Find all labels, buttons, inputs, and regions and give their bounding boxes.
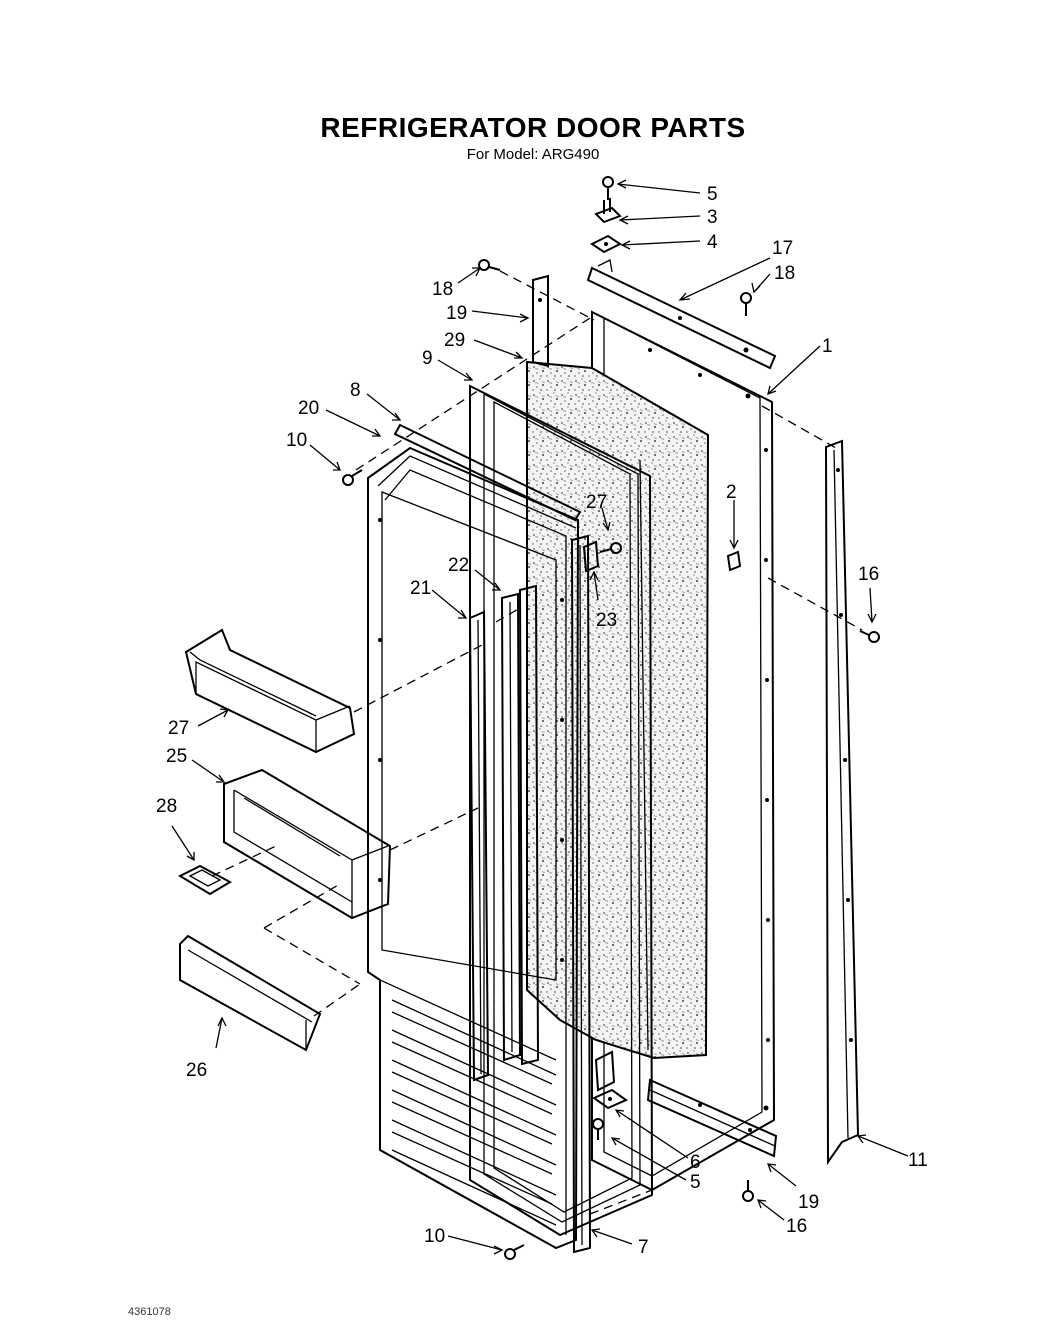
part-18-top-strip (532, 274, 549, 368)
callout-29: 29 (444, 330, 465, 351)
callout-21: 21 (410, 578, 431, 599)
callout-17-right: 18 (774, 263, 795, 284)
part-3-top-hinge (594, 198, 622, 224)
callout-6: 6 (690, 1152, 701, 1173)
part-10-screw-top (342, 469, 363, 486)
part-26-front-panel (179, 934, 322, 1052)
model-subtitle: For Model: ARG490 (466, 146, 600, 163)
callout-11: 11 (908, 1150, 928, 1171)
part-17-screw-left (478, 259, 501, 271)
leader-lines (171, 179, 909, 1255)
callout-10-top: 10 (286, 430, 307, 451)
callout-27: 27 (168, 718, 189, 739)
callout-1: 1 (822, 336, 833, 357)
part-8-top-rail (393, 423, 582, 522)
callout-19: 19 (798, 1192, 819, 1213)
part-16-top-bracket (586, 259, 777, 370)
callout-17-left: 18 (432, 279, 453, 300)
part-29-foam-insulation (526, 360, 710, 1060)
callout-15-right: 16 (858, 564, 879, 585)
callout-7: 7 (638, 1237, 649, 1258)
part-21-door-rail (468, 610, 490, 1082)
callout-23: 23 (596, 610, 617, 631)
callout-16: 17 (772, 238, 793, 259)
part-23-bracket (582, 540, 600, 573)
callout-8: 8 (350, 380, 361, 401)
callout-3: 3 (707, 207, 718, 228)
part-6-bottom-hinge (591, 1050, 629, 1110)
part-7-side-strip (570, 534, 592, 1254)
callout-4: 4 (707, 232, 718, 253)
footer-code: 4361078 (128, 1306, 171, 1318)
callout-28: 28 (156, 796, 177, 817)
part-10-screw-bottom (504, 1244, 525, 1260)
part-28-tray (177, 864, 233, 896)
callout-20: 20 (298, 398, 319, 419)
callout-25: 25 (166, 746, 187, 767)
part-15-screw-bottom (742, 1180, 754, 1202)
part-5-bottom-screw (592, 1118, 604, 1140)
part-24-screw (599, 542, 622, 554)
callout-2: 2 (726, 482, 737, 503)
part-5-top-screw (602, 176, 614, 200)
callout-5-bottom: 5 (690, 1172, 701, 1193)
callout-18: 19 (446, 303, 467, 324)
part-17-screw-right (740, 292, 752, 316)
part-19-bottom-bracket (646, 1078, 778, 1158)
part-22-door-rail (500, 584, 540, 1066)
callout-9: 9 (422, 348, 433, 369)
callout-labels: 5 3 4 17 18 18 19 29 9 1 8 20 10 2 27 16… (156, 184, 928, 1258)
part-11-side-trim (824, 439, 860, 1166)
part-27-door-shelf (184, 628, 356, 754)
callout-10-bottom: 10 (424, 1226, 445, 1247)
assembly-lines (211, 270, 863, 1215)
diagram-title: REFRIGERATOR DOOR PARTS (320, 112, 746, 143)
callout-22: 22 (448, 555, 469, 576)
callout-5-top: 5 (707, 184, 718, 205)
callout-26: 26 (186, 1060, 207, 1081)
callout-24: 27 (586, 492, 607, 513)
part-20-inner-door-liner (367, 446, 580, 1250)
part-4-hinge-plate (590, 234, 622, 254)
part-25-dispenser-housing (223, 768, 392, 920)
part-2-clip (726, 550, 742, 572)
callout-15-bottom: 16 (786, 1216, 807, 1237)
part-15-screw-right (859, 630, 880, 643)
